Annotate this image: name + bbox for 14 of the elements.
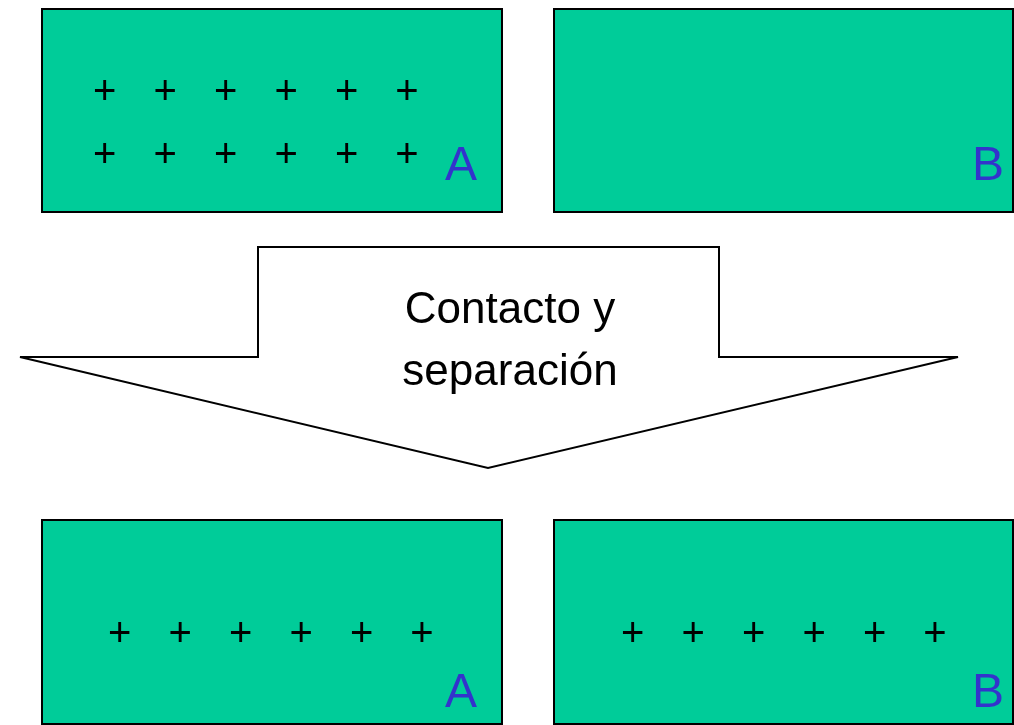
- arrow-label: Contacto y separación: [401, 282, 619, 396]
- plate-label: B: [972, 667, 1004, 715]
- plate-box: [553, 8, 1014, 213]
- charge-signs: + + + + + +: [93, 133, 419, 173]
- plate-label: A: [445, 140, 477, 188]
- charge-signs: + + + + + +: [93, 70, 419, 110]
- plate-box: [41, 8, 503, 213]
- charge-signs: + + + + + +: [621, 612, 947, 652]
- plate-box: [553, 519, 1014, 725]
- charge-signs: + + + + + +: [108, 612, 434, 652]
- plate-label: A: [445, 667, 477, 715]
- plate-box: [41, 519, 503, 725]
- plate-label: B: [972, 140, 1004, 188]
- process-arrow: [20, 247, 958, 468]
